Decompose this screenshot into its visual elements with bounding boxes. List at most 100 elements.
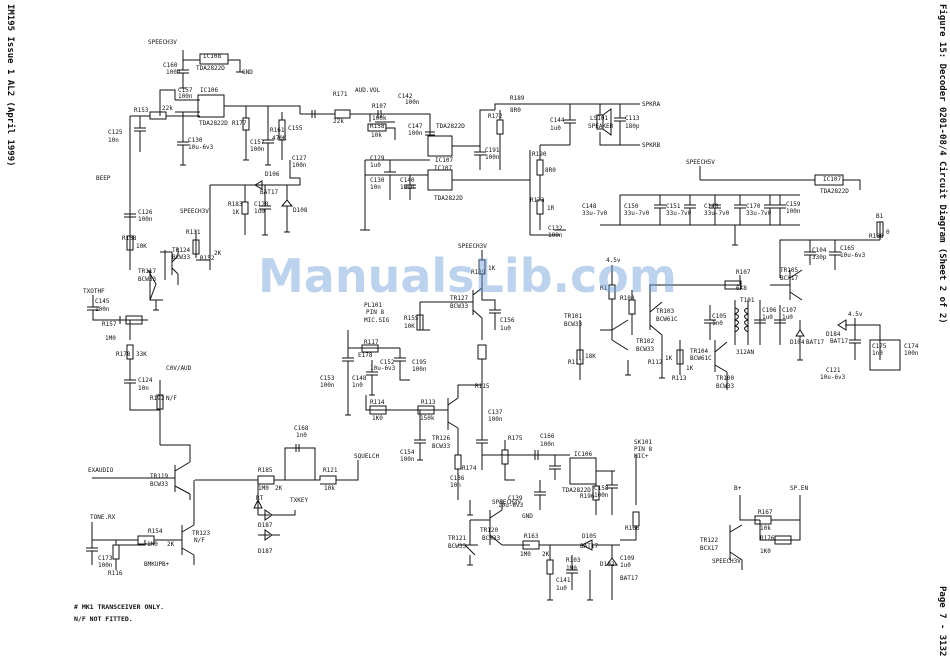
c140b-value: 33u-7v0: [704, 210, 730, 217]
r174-label: R174: [462, 465, 477, 472]
r152-label: R152: [200, 255, 215, 262]
d106-type: BAT17: [260, 189, 278, 196]
r173-value: 1R: [547, 205, 555, 212]
c124-value: 10n: [138, 385, 149, 392]
r107-label: R107: [372, 103, 387, 110]
c124-label: C124: [138, 377, 153, 384]
c140b-label: C140: [704, 203, 719, 210]
tone-rx-block: TONE.RX R154 1M0 2K TR123 N/F C173 100n …: [86, 480, 210, 577]
t101-label: T101: [740, 297, 755, 304]
c128-label: C128: [254, 201, 269, 208]
c165-label: C165: [840, 245, 855, 252]
t101-value: 312AN: [736, 349, 754, 356]
r154-label: R154: [148, 528, 163, 535]
watermark: ManualsLib.com: [258, 249, 677, 303]
c130-label: C130: [188, 137, 203, 144]
speech5v-decoupling-bank: SPEECH5V IC107 TDA2822D C148 33u-7v0 C15…: [582, 159, 861, 246]
c148-label: C148: [582, 203, 597, 210]
c152-value: 10u-6v3: [370, 365, 396, 372]
beep-label: BEEP: [96, 175, 111, 182]
b-plus-label: B+: [734, 485, 742, 492]
c132-value: 100n: [548, 232, 563, 239]
r157-value: 1M0: [105, 335, 116, 342]
c121-value: 10u-6v3: [820, 374, 846, 381]
d184-type: BAT17: [830, 338, 848, 345]
c159-label: C159: [786, 201, 801, 208]
tr124-label: TR124: [172, 247, 190, 254]
c107-value: 1u0: [782, 314, 793, 321]
r131-label: R131: [186, 229, 201, 236]
oscillator-tr105-block: B1 R188 0 C104 330p C165 10u-6v3 4.5v R1…: [564, 213, 919, 390]
ic106b-label: IC106: [574, 451, 592, 458]
d104-type: BAT17: [806, 339, 824, 346]
r183-value: 1K: [232, 209, 240, 216]
ic107c-label: IC107: [823, 176, 841, 183]
speech5v-label: SPEECH5V: [686, 159, 715, 166]
r103-value: 1M0: [566, 565, 577, 572]
ic107b-label: IC107: [434, 165, 452, 172]
d187b-label: D187: [258, 548, 273, 555]
c137-value: 100n: [488, 416, 503, 423]
tr122-type: BCX17: [700, 545, 718, 552]
r103-label: R103: [566, 557, 581, 564]
tr101-label: TR101: [564, 313, 582, 320]
spen-tr122-block: B+ SP.EN R167 10k R176 1K0 TR122 BCX17 S…: [700, 485, 808, 570]
r185-note: 2K: [275, 485, 283, 492]
c148-value: 33u-7v0: [582, 210, 608, 217]
tr117-type: BCW33: [138, 276, 156, 283]
c145-label: C145: [95, 298, 110, 305]
speech3v-label-e: SPEECH3V: [712, 558, 741, 565]
c107-label: C107: [782, 307, 797, 314]
r168-value: 10K: [136, 243, 147, 250]
pl101-signal: MIC.SIG: [364, 317, 390, 324]
r163-value: 1M0: [520, 551, 531, 558]
c126-value: 100n: [138, 216, 153, 223]
tr126-type: BCW33: [432, 443, 450, 450]
r112-label: R112: [648, 359, 663, 366]
exaudio-label: EXAUDIO: [88, 467, 114, 474]
tr127-label: TR127: [450, 295, 468, 302]
r111-value: 18K: [585, 353, 596, 360]
c121-label: C121: [826, 367, 841, 374]
r176-value: 1K0: [760, 548, 771, 555]
c154-value: 100n: [400, 456, 415, 463]
c104-value: 330p: [812, 254, 827, 261]
r155-label: R155: [404, 315, 419, 322]
c160-label: C160: [163, 62, 178, 69]
d108-label: D108: [293, 207, 308, 214]
c129-label: C129: [370, 155, 385, 162]
tr123-type: N/F: [194, 537, 205, 544]
r190-value: 8R0: [545, 167, 556, 174]
r107b-label: R107: [736, 269, 751, 276]
tr105-type: BCX17: [780, 275, 798, 282]
c125-value: 10n: [108, 137, 119, 144]
ic106-part: TDA2822D: [199, 120, 228, 127]
tr101-type: BCW33: [564, 321, 582, 328]
c147-value: 100n: [408, 130, 423, 137]
r161-label: R161: [270, 127, 285, 134]
c141-label: C141: [556, 577, 571, 584]
tr126-ic106b-block: R114 1K0 R113 150k R115 C137 100n R175 C…: [366, 383, 618, 520]
c136-value: 10n: [450, 482, 461, 489]
c105-value: 1n0: [712, 320, 723, 327]
c140-value: 100n: [400, 184, 415, 191]
c137-label: C137: [488, 409, 503, 416]
tr102-type: BCW33: [636, 346, 654, 353]
r183-label: R183: [228, 201, 243, 208]
c125-label: C125: [108, 129, 123, 136]
exaudio-squelch-block: EXAUDIO TR119 BCW33 R185 1M0 2K C168 1n0…: [88, 425, 380, 555]
r154-note: 2K: [167, 541, 175, 548]
r112-value: 1K: [665, 355, 673, 362]
c142-value: 100n: [405, 99, 420, 106]
r119-label: R119: [471, 269, 486, 276]
c155-label: C155: [288, 125, 303, 132]
r185-value: 1M0: [258, 485, 269, 492]
c157b-label: C157: [250, 139, 265, 146]
r113b-value: 1K: [686, 365, 694, 372]
c144-label: C144: [550, 117, 565, 124]
d106-label: D106: [265, 171, 280, 178]
e178-label: E178: [358, 352, 373, 359]
c166-label: C166: [540, 433, 555, 440]
c173-value: 100n: [98, 562, 113, 569]
c170-label: C170: [746, 203, 761, 210]
